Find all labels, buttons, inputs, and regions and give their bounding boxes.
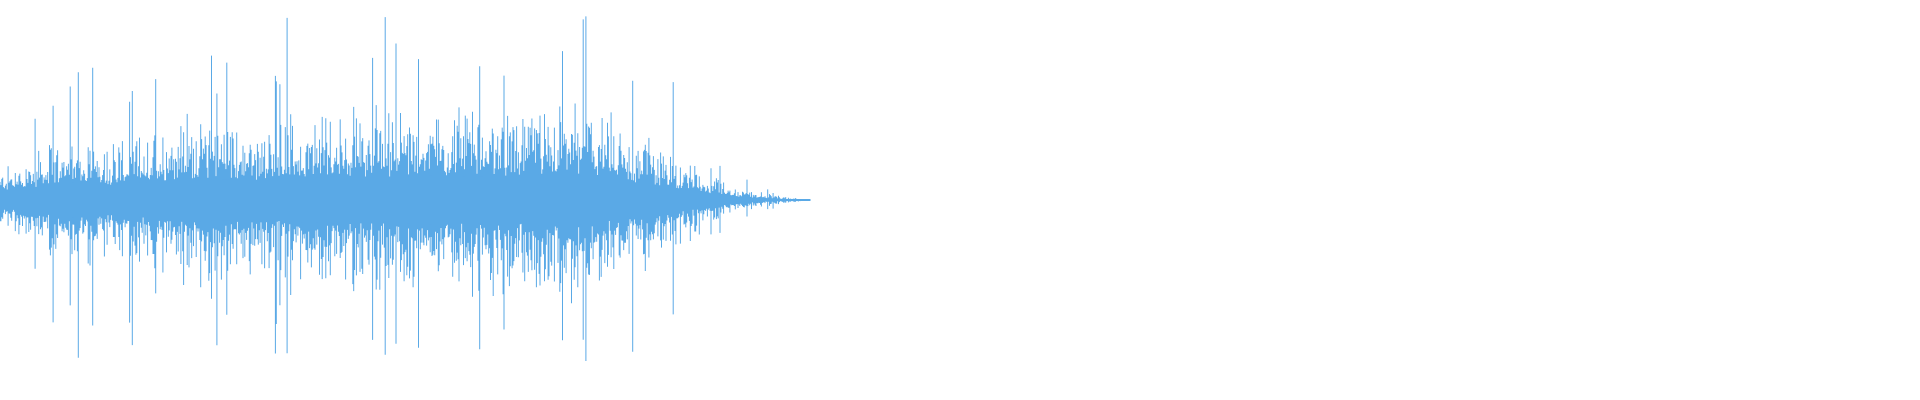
waveform-lines	[0, 16, 811, 361]
waveform-core	[0, 174, 701, 226]
